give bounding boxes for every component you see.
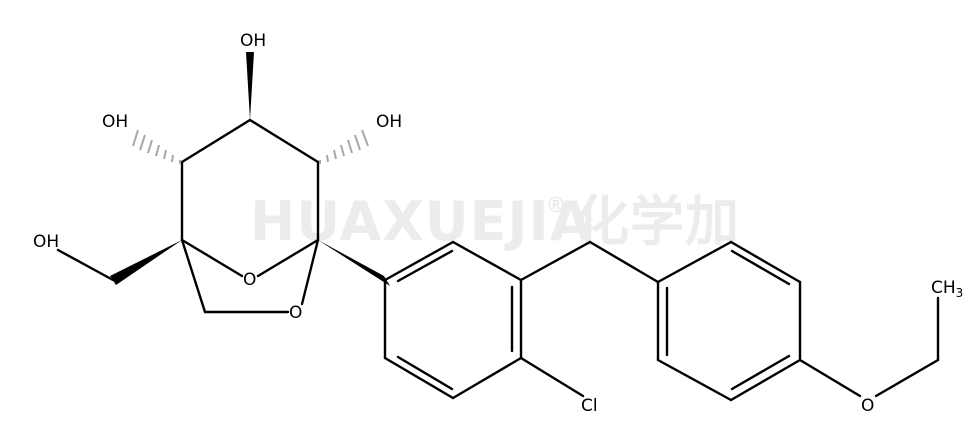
bond-r1-b-c (451, 240, 523, 282)
label-o-ether: O (861, 396, 874, 416)
bond-r2-d-e (729, 358, 802, 402)
wedge-c5-ch2oh (110, 240, 182, 285)
chlorophenyl-ring (383, 240, 660, 400)
watermark: HUAXUEJIA ® 化学加 (250, 190, 740, 253)
bond-r2-e-f (656, 358, 733, 402)
bond-oether-ch2 (874, 358, 940, 398)
label-oh-right: OH (376, 112, 402, 132)
wedge-c4-aryl (318, 240, 390, 286)
label-oh-ch2: OH (33, 232, 59, 252)
hash-wedge-c1-oh (132, 129, 181, 164)
bond-c1-c2 (180, 118, 252, 164)
stereo-wedges (110, 52, 390, 286)
ethoxyphenyl-ring (656, 240, 940, 402)
bond-r1-a-b (383, 240, 455, 282)
hash-wedge-c3-oh (319, 129, 369, 164)
bond-r1-inner-1 (396, 249, 454, 283)
bond-ch2oh-oh (56, 248, 115, 282)
wedge-c2-oh (246, 52, 254, 120)
bond-r1-d-e (451, 356, 523, 400)
bond-o2-c4 (300, 238, 320, 306)
watermark-latin: HUAXUEJIA (250, 190, 593, 253)
bond-r1-e-f (383, 356, 455, 400)
label-cl: Cl (581, 396, 598, 416)
bond-obridge-c4 (256, 238, 320, 278)
atom-labels: OH OH OH OH O O Cl O CH3 (33, 31, 963, 416)
watermark-chinese: 化学加 (575, 190, 740, 253)
label-o-bridge-1: O (243, 270, 256, 290)
bicyclic-sugar-bonds (56, 118, 320, 314)
bond-ring-cl (519, 356, 585, 398)
bond-c5-ch2 (180, 238, 207, 314)
bond-c5-obridge (180, 238, 244, 278)
watermark-registered-mark: ® (546, 193, 566, 217)
bond-ch2-ring2 (588, 240, 660, 284)
bond-c2-c3 (248, 118, 320, 164)
label-ch3: CH3 (931, 278, 963, 300)
bond-r2-inner-2 (730, 354, 791, 391)
label-o-bridge-2: O (289, 303, 302, 323)
bond-r2-b-c (729, 240, 802, 284)
bond-r2-inner-1 (730, 249, 791, 286)
label-oh-left: OH (102, 112, 128, 132)
bond-r2-a-b (656, 240, 733, 284)
label-oh-top: OH (240, 31, 266, 51)
bond-ring-oether (798, 358, 862, 398)
bond-ring-ch2 (519, 240, 592, 282)
bond-r1-inner-3 (396, 355, 454, 391)
